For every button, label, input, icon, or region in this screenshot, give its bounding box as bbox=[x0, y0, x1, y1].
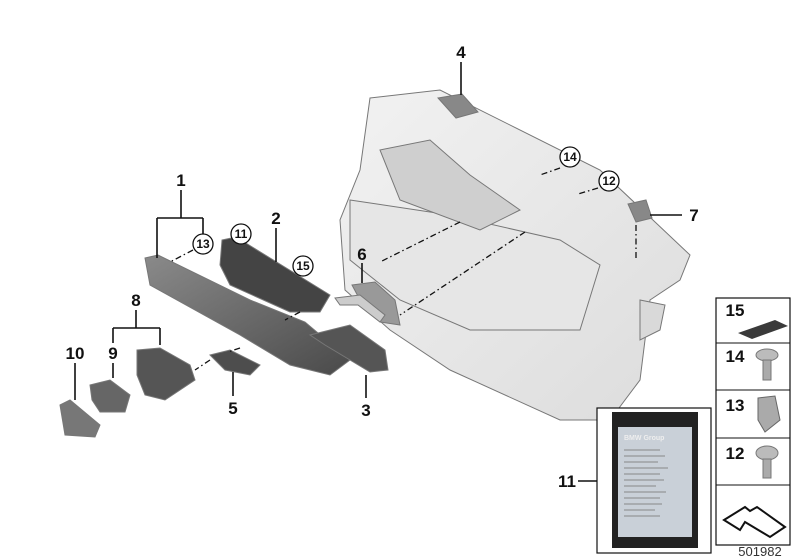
legend-arrow-icon bbox=[722, 505, 787, 539]
svg-text:15: 15 bbox=[296, 259, 310, 273]
legend-item-13: 13 bbox=[726, 395, 781, 433]
svg-text:12: 12 bbox=[602, 174, 616, 188]
callout-10: 10 bbox=[66, 344, 85, 363]
diagram-reference-number: 501982 bbox=[738, 544, 781, 559]
callout-9: 9 bbox=[108, 344, 117, 363]
door-trim-panel bbox=[339, 89, 691, 421]
leader-lines bbox=[74, 62, 682, 482]
part-10-cover bbox=[59, 399, 101, 438]
small-parts-legend: 15 14 13 12 bbox=[715, 297, 791, 546]
part-1-armrest-trim bbox=[144, 254, 351, 376]
svg-text:15: 15 bbox=[726, 301, 745, 320]
part-4-clip bbox=[437, 93, 479, 119]
callout-3: 3 bbox=[361, 401, 370, 420]
callout-1: 1 bbox=[176, 171, 185, 190]
legend-item-14: 14 bbox=[726, 347, 779, 381]
callout-4: 4 bbox=[456, 43, 466, 62]
circled-ref-12: 12 bbox=[598, 170, 620, 192]
svg-text:13: 13 bbox=[726, 396, 745, 415]
callout-2: 2 bbox=[271, 209, 280, 228]
part-8-switch-unit bbox=[136, 347, 196, 401]
part-3-trim-cover bbox=[308, 324, 389, 373]
circled-ref-13: 13 bbox=[192, 233, 214, 255]
part-2-storage-insert bbox=[219, 236, 331, 313]
part-9-tray bbox=[89, 379, 131, 413]
part-6-door-handle bbox=[334, 281, 401, 326]
callout-5: 5 bbox=[228, 399, 237, 418]
svg-text:11: 11 bbox=[235, 227, 248, 241]
callout-11: 11 bbox=[558, 472, 576, 491]
callout-6: 6 bbox=[357, 245, 366, 264]
kit-bag-brand: BMW Group bbox=[624, 435, 664, 442]
callout-7: 7 bbox=[689, 206, 698, 225]
legend-item-12: 12 bbox=[726, 444, 779, 479]
svg-text:13: 13 bbox=[196, 237, 210, 251]
svg-text:14: 14 bbox=[563, 150, 577, 164]
circled-ref-11: 11 bbox=[230, 223, 252, 245]
part-7-clip bbox=[627, 199, 653, 223]
callout-8: 8 bbox=[131, 291, 140, 310]
part-5-cover bbox=[209, 349, 261, 376]
circled-ref-15: 15 bbox=[292, 255, 314, 277]
svg-text:12: 12 bbox=[726, 444, 745, 463]
svg-text:14: 14 bbox=[726, 347, 745, 366]
part-11-repair-kit: BMW Group bbox=[596, 407, 712, 554]
circled-ref-14: 14 bbox=[559, 146, 581, 168]
legend-item-15: 15 bbox=[726, 301, 788, 339]
